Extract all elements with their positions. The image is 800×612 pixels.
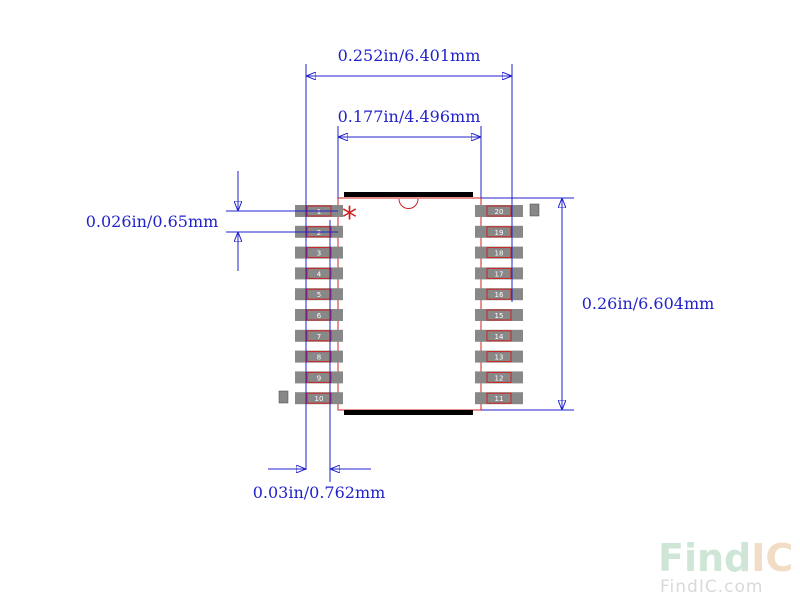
left-pin-box (306, 351, 332, 363)
left-pin-number: 9 (317, 374, 321, 382)
body-width-label: 0.177in/4.496mm (338, 107, 481, 126)
right-pin-box (486, 330, 512, 342)
body-length-label: 0.26in/6.604mm (582, 294, 715, 313)
right-pin-number: 19 (495, 229, 504, 237)
left-pin-number: 4 (317, 270, 322, 278)
orientation-marker-left (278, 390, 289, 404)
right-pin-box (486, 288, 512, 300)
right-pin-number: 13 (495, 354, 504, 362)
bottom-body-bar (344, 410, 473, 415)
top-body-bar (344, 192, 473, 197)
left-pin-number: 5 (317, 291, 321, 299)
findic-watermark: FindIC FindIC.com (658, 536, 793, 597)
watermark-url: FindIC.com (660, 577, 763, 597)
left-pin-number: 8 (317, 354, 321, 362)
left-pin-box (306, 330, 332, 342)
right-pin-box (486, 371, 512, 383)
right-pin-number: 17 (495, 270, 504, 278)
right-pin-box (486, 309, 512, 321)
left-pin-number: 10 (315, 395, 324, 403)
left-pin-number: 2 (317, 229, 321, 237)
right-pin-number: 16 (495, 291, 504, 299)
left-pin-box (306, 371, 332, 383)
left-pin-box (306, 247, 332, 259)
right-pin-box (486, 351, 512, 363)
pin1-notch (398, 198, 419, 209)
package-outline (337, 197, 482, 411)
right-pin-number: 14 (495, 333, 504, 341)
left-pin-box (306, 392, 332, 404)
left-pin-number: 3 (317, 250, 321, 258)
right-pin-number: 20 (495, 208, 504, 216)
right-pin-box (486, 267, 512, 279)
right-pin-number: 15 (495, 312, 504, 320)
right-pin-number: 18 (495, 250, 504, 258)
watermark-logo-find: Find (658, 536, 751, 580)
watermark-logo: FindIC (658, 536, 793, 580)
watermark-logo-ic: IC (751, 536, 793, 580)
left-pin-box (306, 267, 332, 279)
right-pin-number: 11 (495, 395, 504, 403)
pad-width-label: 0.03in/0.762mm (253, 483, 386, 502)
pitch-label: 0.026in/0.65mm (86, 212, 219, 231)
pin1-asterisk: * (342, 201, 357, 236)
right-pin-box (486, 247, 512, 259)
left-pin-box (306, 288, 332, 300)
left-pin-number: 7 (317, 333, 321, 341)
right-pad-row: 20 19 18 17 16 15 14 13 12 11 (475, 205, 523, 405)
right-pin-number: 12 (495, 374, 504, 382)
overall-width-label: 0.252in/6.401mm (338, 46, 481, 65)
right-pin-box (486, 392, 512, 404)
left-pin-box (306, 309, 332, 321)
orientation-marker-right (529, 203, 540, 217)
right-pin-box (486, 226, 512, 238)
right-pin-box (486, 205, 512, 217)
left-pin-number: 6 (317, 312, 322, 320)
left-pin-number: 1 (317, 208, 321, 216)
left-pad-row: 1 2 3 4 5 6 7 8 9 10 (295, 205, 343, 405)
